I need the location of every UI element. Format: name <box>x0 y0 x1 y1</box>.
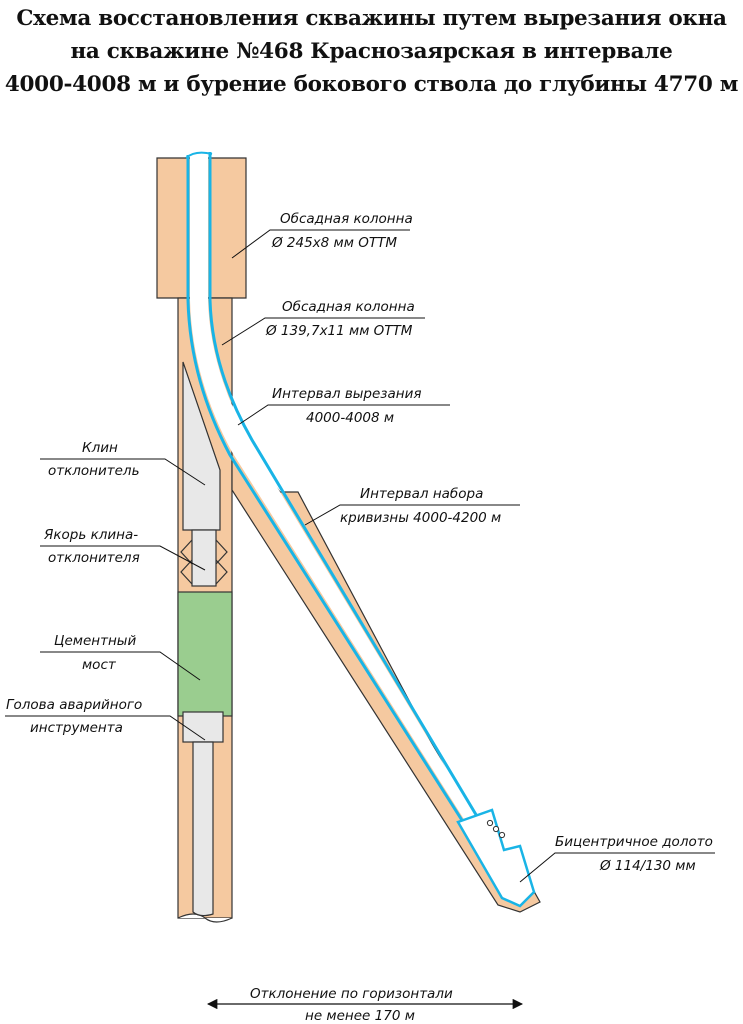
title-line-1: Схема восстановления скважины путем выре… <box>16 6 727 31</box>
leader-bit <box>519 852 715 883</box>
cement-plug <box>177 591 233 717</box>
leader-casing-245 <box>231 229 410 259</box>
diagram-title: Схема восстановления скважины путем выре… <box>0 2 743 101</box>
anchor-slips-left <box>180 539 193 585</box>
label-cut-interval-line1: Интервал вырезания <box>272 386 422 402</box>
label-build-interval-line1: Интервал набора <box>360 486 484 502</box>
bit-nozzle-3 <box>498 831 506 839</box>
label-casing-139-line2: Ø 139,7х11 мм ОТТМ <box>266 323 413 339</box>
drill-string-left-wall <box>186 155 467 826</box>
label-cut-interval-line2: 4000-4008 м <box>306 410 395 426</box>
label-anchor-line1: Якорь клина- <box>44 527 139 543</box>
label-fish-head-line2: инструмента <box>30 720 123 736</box>
casing-break-line <box>177 913 233 923</box>
label-fish-head-line1: Голова аварийного <box>6 697 143 713</box>
label-deviation-line2: не менее 170 м <box>305 1008 415 1024</box>
leader-casing-139 <box>221 317 425 346</box>
anchor-body <box>191 529 217 587</box>
label-deviation-line1: Отклонение по горизонтали <box>250 986 453 1002</box>
label-bit-line1: Бицентричное долото <box>555 834 713 850</box>
title-line-3: 4000-4008 м и бурение бокового ствола до… <box>4 72 739 97</box>
label-whipstock-line2: отклонитель <box>48 463 140 479</box>
leader-cut-interval <box>237 404 450 426</box>
label-cement-line2: мост <box>82 657 116 673</box>
anchor-slips-right <box>215 539 228 585</box>
drill-string-right-wall <box>208 152 480 819</box>
leader-cement <box>40 651 201 681</box>
whipstock-shape <box>182 361 221 531</box>
title-line-2: на скважине №468 Краснозаярская в интерв… <box>70 39 673 64</box>
drill-string-top <box>185 151 213 159</box>
leader-anchor <box>40 545 206 571</box>
label-casing-139-line1: Обсадная колонна <box>282 299 415 315</box>
fish-head-shape <box>182 711 224 743</box>
label-whipstock-line1: Клин <box>82 440 118 456</box>
label-casing-245-line1: Обсадная колонна <box>280 211 413 227</box>
bit-nozzle-2 <box>492 825 500 833</box>
bit-nozzle-1 <box>486 819 494 827</box>
label-bit-line2: Ø 114/130 мм <box>600 858 696 874</box>
lost-tool-pipe <box>192 741 214 917</box>
label-cement-line1: Цементный <box>54 633 137 649</box>
bicentric-bit-shape <box>456 808 536 908</box>
label-build-interval-line2: кривизны 4000-4200 м <box>340 510 502 526</box>
label-anchor-line2: отклонителя <box>48 550 140 566</box>
leader-whipstock <box>40 458 206 486</box>
leader-fish-head <box>5 715 206 741</box>
label-casing-245-line2: Ø 245х8 мм ОТТМ <box>272 235 397 251</box>
leader-build-interval <box>304 504 520 526</box>
